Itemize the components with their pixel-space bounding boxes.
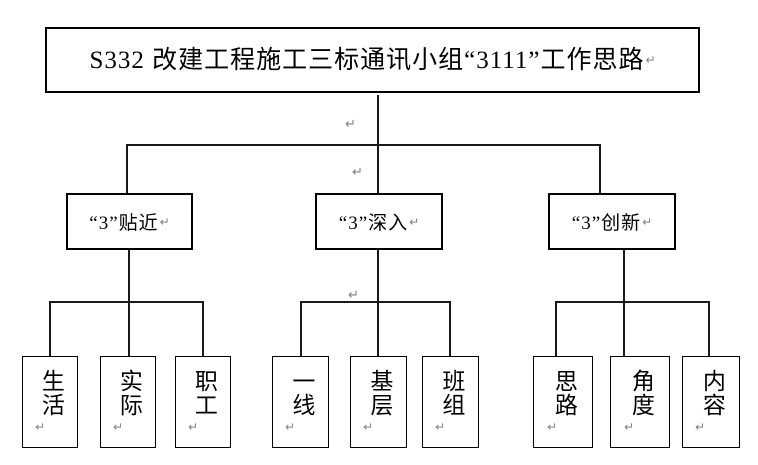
paragraph-mark-icon: ↵ bbox=[348, 288, 359, 303]
paragraph-mark-icon: ↵ bbox=[35, 420, 46, 434]
paragraph-mark-icon: ↵ bbox=[645, 53, 656, 67]
connector-branch3-drop-3 bbox=[708, 301, 710, 356]
leaf-box-2-1[interactable]: 一线 ↵ bbox=[272, 356, 329, 448]
connector-root-stem bbox=[377, 95, 379, 145]
connector-level1-drop-2 bbox=[377, 144, 379, 194]
connector-branch1-drop-2 bbox=[128, 301, 130, 356]
leaf-label-3-2: 角度 bbox=[628, 369, 654, 417]
connector-branch2-drop-1 bbox=[300, 301, 302, 356]
connector-branch2-drop-2 bbox=[377, 301, 379, 356]
paragraph-mark-icon: ↵ bbox=[695, 420, 706, 434]
branch-label-1: “3”贴近 bbox=[89, 213, 159, 234]
paragraph-mark-icon: ↵ bbox=[642, 214, 653, 229]
page-title: S332 改建工程施工三标通讯小组“3111”工作思路 bbox=[89, 46, 645, 74]
branch-box-1[interactable]: “3”贴近↵ bbox=[66, 193, 193, 250]
leaf-box-2-2[interactable]: 基层 ↵ bbox=[350, 356, 407, 448]
leaf-label-3-1: 思路 bbox=[551, 369, 577, 417]
paragraph-mark-icon: ↵ bbox=[352, 165, 363, 180]
leaf-box-1-2[interactable]: 实际 ↵ bbox=[100, 356, 156, 448]
paragraph-mark-icon: ↵ bbox=[113, 420, 124, 434]
paragraph-mark-icon: ↵ bbox=[188, 420, 199, 434]
connector-branch3-drop-2 bbox=[623, 301, 625, 356]
leaf-box-3-2[interactable]: 角度 ↵ bbox=[610, 356, 670, 448]
paragraph-mark-icon: ↵ bbox=[345, 117, 356, 132]
leaf-box-1-1[interactable]: 生活 ↵ bbox=[22, 356, 78, 448]
connector-branch3-bus bbox=[555, 301, 710, 303]
connector-branch2-bus bbox=[300, 301, 451, 303]
leaf-box-3-3[interactable]: 内容 ↵ bbox=[682, 356, 740, 448]
paragraph-mark-icon: ↵ bbox=[435, 420, 446, 434]
connector-branch3-drop-1 bbox=[555, 301, 557, 356]
title-box[interactable]: S332 改建工程施工三标通讯小组“3111”工作思路↵ bbox=[45, 27, 700, 93]
connector-branch1-drop-1 bbox=[49, 301, 51, 356]
paragraph-mark-icon: ↵ bbox=[363, 420, 374, 434]
branch-label-2: “3”深入 bbox=[338, 213, 409, 234]
branch-box-2[interactable]: “3”深入↵ bbox=[315, 193, 443, 250]
connector-branch1-stem bbox=[128, 250, 130, 302]
leaf-label-2-1: 一线 bbox=[288, 369, 314, 417]
connector-branch1-drop-3 bbox=[202, 301, 204, 356]
leaf-label-1-1: 生活 bbox=[38, 369, 64, 417]
leaf-label-3-3: 内容 bbox=[699, 369, 725, 417]
leaf-label-1-3: 职工 bbox=[191, 369, 217, 417]
connector-branch1-bus bbox=[49, 301, 204, 303]
connector-branch2-drop-3 bbox=[449, 301, 451, 356]
branch-box-3[interactable]: “3”创新↵ bbox=[548, 193, 676, 250]
paragraph-mark-icon: ↵ bbox=[409, 214, 420, 229]
paragraph-mark-icon: ↵ bbox=[285, 420, 296, 434]
leaf-label-1-2: 实际 bbox=[116, 369, 142, 417]
paragraph-mark-icon: ↵ bbox=[624, 420, 635, 434]
connector-level1-bus bbox=[126, 144, 601, 146]
connector-branch3-stem bbox=[623, 250, 625, 302]
leaf-box-1-3[interactable]: 职工 ↵ bbox=[175, 356, 231, 448]
paragraph-mark-icon: ↵ bbox=[159, 214, 170, 229]
leaf-label-2-2: 基层 bbox=[366, 369, 392, 417]
leaf-box-3-1[interactable]: 思路 ↵ bbox=[533, 356, 593, 448]
paragraph-mark-icon: ↵ bbox=[547, 420, 558, 434]
connector-level1-drop-3 bbox=[599, 144, 601, 194]
leaf-label-2-3: 班组 bbox=[438, 369, 464, 417]
branch-label-3: “3”创新 bbox=[571, 213, 642, 234]
connector-level1-drop-1 bbox=[126, 144, 128, 194]
connector-branch2-stem bbox=[377, 250, 379, 302]
leaf-box-2-3[interactable]: 班组 ↵ bbox=[422, 356, 479, 448]
